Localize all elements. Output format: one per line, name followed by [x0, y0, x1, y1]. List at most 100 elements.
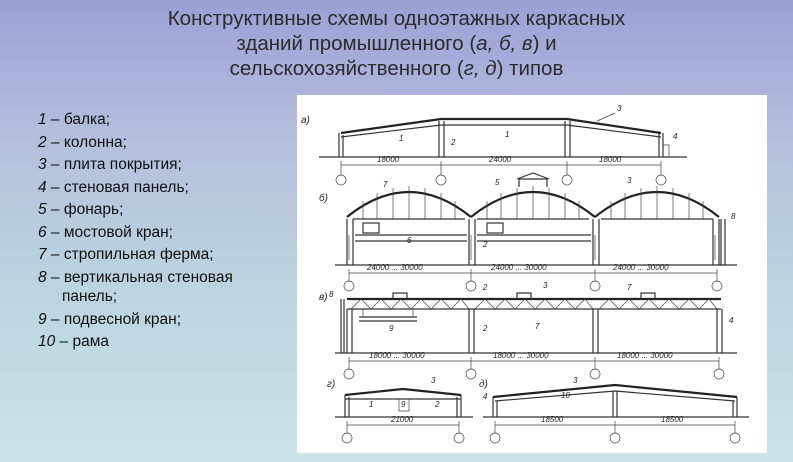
slide-title: Конструктивные схемы одноэтажных каркасн… [40, 6, 753, 81]
grid-axis-marker [465, 368, 477, 380]
title-line-2-start: зданий промышленного ( [236, 32, 477, 55]
columns [338, 121, 664, 157]
crane-cab [362, 222, 380, 234]
columns [346, 309, 723, 353]
legend-item: 4 – стеновая панель; [38, 178, 288, 198]
legend-text: – стеновая панель; [46, 178, 189, 196]
columns [346, 219, 720, 265]
crane-beams [355, 234, 591, 242]
hanging-crane [359, 316, 417, 322]
legend-list: 1 – балка; 2 – колонна; 3 – плита покрыт… [38, 110, 288, 355]
callout-number: 9 [401, 400, 406, 409]
axis-leaders [494, 429, 736, 433]
grid-axis-marker [489, 432, 501, 444]
grid-axis-marker [561, 174, 573, 186]
legend-item: 1 – балка; [38, 110, 288, 130]
frame-columns [492, 391, 738, 417]
span-dimension: 18000 [377, 155, 400, 164]
legend-item: 8 – вертикальная стеновая панель; [38, 268, 288, 307]
callout-number: 9 [389, 324, 394, 333]
grid-axis-marker [589, 368, 601, 380]
span-dimension: 24000 ... 30000 [612, 263, 669, 272]
callout-number: 8 [329, 290, 334, 299]
skylights [392, 292, 656, 299]
title-line-3-start: сельскохозяйственного ( [229, 57, 464, 80]
title-line-1: Конструктивные схемы одноэтажных каркасн… [167, 7, 626, 30]
title-line-3: сельскохозяйственного (г, д) типов [40, 56, 753, 81]
title-line-3-end: ) типов [496, 57, 564, 80]
truss-verticals [362, 186, 704, 219]
callout-number: 2 [482, 283, 488, 292]
legend-text: – фонарь; [46, 201, 124, 218]
grid-axis-marker [729, 432, 741, 444]
dimension-line [346, 421, 460, 429]
callout-number: 6 [407, 236, 412, 245]
legend-number: 7 [38, 246, 47, 263]
axis-leaders [346, 429, 460, 433]
legend-number: 1 [38, 111, 47, 128]
legend-number: 8 [38, 268, 47, 286]
axis-leaders [340, 169, 662, 175]
structural-schemes-drawing: а) 18000 24000 18000 1 2 1 3 4 б) [301, 104, 749, 444]
callout-number: 2 [482, 240, 488, 249]
callout-number: 10 [561, 391, 570, 400]
legend-text: – стропильная ферма; [46, 246, 214, 263]
axis-leaders [348, 365, 720, 369]
dimension-line [494, 421, 736, 429]
legend-item: 7 – стропильная ферма; [38, 245, 288, 265]
callout-number: 2 [434, 400, 440, 409]
legend-text: – вертикальная стеновая панель; [46, 268, 233, 306]
scheme-b: б) 24000 ... 30000 24000 ... 30000 24000… [319, 172, 737, 292]
span-dimension: 18000 ... 30000 [617, 351, 673, 360]
legend-number: 4 [38, 178, 47, 196]
diagram-panel: а) 18000 24000 18000 1 2 1 3 4 б) [297, 95, 767, 453]
span-dimension: 18000 ... 30000 [493, 351, 549, 360]
axis-leaders [348, 277, 718, 281]
legend-text: – плита покрытия; [46, 156, 182, 173]
callout-number: 1 [369, 400, 373, 409]
legend-item: 10 – рама [38, 332, 288, 352]
scheme-b-label: б) [319, 192, 328, 204]
grid-axis-marker [589, 280, 601, 292]
legend-text: – мостовой кран; [46, 223, 173, 241]
callout-number: 1 [399, 134, 403, 143]
grid-axis-marker [465, 280, 477, 292]
legend-number: 2 [38, 133, 47, 151]
span-dimension: 21000 [390, 415, 414, 424]
legend-text: – балка; [46, 111, 111, 128]
vertical-wall-panel [340, 299, 345, 353]
grid-axis-marker [341, 432, 353, 444]
grid-axis-marker [609, 432, 621, 444]
callout-number: 3 [617, 104, 622, 113]
scheme-v-label: в) [319, 292, 328, 303]
title-letters-a-b-v: а, б, в [476, 32, 533, 55]
callout-number: 3 [627, 176, 632, 185]
callout-number: 3 [543, 281, 548, 290]
callout-number: 4 [673, 132, 678, 141]
legend-item: 6 – мостовой кран; [38, 223, 288, 243]
span-dimension: 24000 ... 30000 [366, 263, 423, 272]
roof-line [340, 117, 662, 135]
callout-number: 3 [431, 376, 436, 385]
callout-number: 7 [383, 180, 388, 189]
grid-axis-marker [343, 280, 355, 292]
callout-number: 2 [482, 324, 488, 333]
legend-number: 3 [38, 156, 47, 173]
vertical-wall-panel [720, 219, 726, 265]
gable-roof [344, 387, 462, 397]
roof-underside [340, 124, 662, 138]
scheme-g-label: г) [327, 379, 335, 390]
legend-number: 9 [38, 310, 47, 328]
legend-text: – колонна; [46, 133, 127, 151]
span-dimension: 18500 [541, 415, 564, 424]
grid-axis-marker [713, 368, 725, 380]
callout-number: 7 [535, 322, 540, 331]
dimension-line [348, 357, 720, 365]
grid-axis-marker [711, 280, 723, 292]
scheme-d-label: д) [479, 379, 488, 390]
legend-number: 10 [38, 333, 56, 350]
grid-axis-marker [435, 174, 447, 186]
callout-number: 5 [495, 178, 500, 187]
crane-cab [486, 222, 504, 234]
dimension-line [340, 161, 662, 169]
